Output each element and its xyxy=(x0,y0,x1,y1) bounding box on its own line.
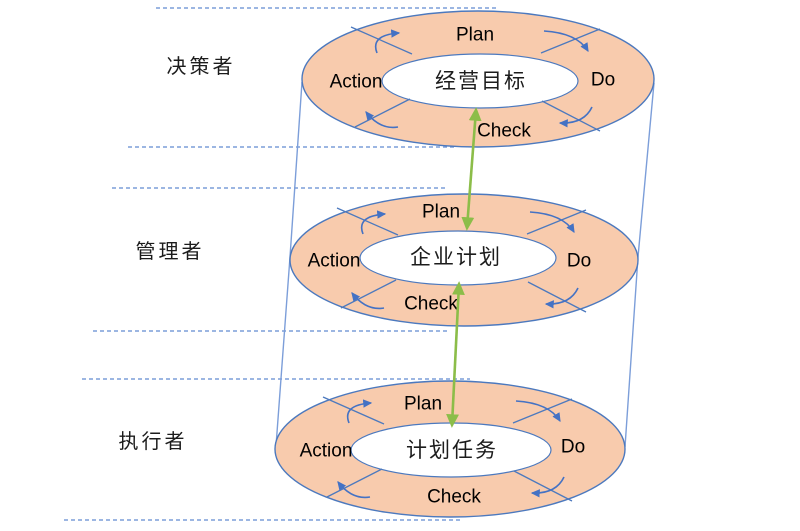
quadrant-divider-nw xyxy=(322,396,385,425)
goal-label: 计划任务 xyxy=(406,438,498,462)
do-label: Do xyxy=(561,437,585,458)
rotation-arrow-nw-icon xyxy=(346,399,373,424)
rotation-arrow-sw-icon xyxy=(351,292,385,310)
check-label: Check xyxy=(477,121,531,142)
role-label-decision-maker: 决策者 xyxy=(167,54,236,78)
rotation-arrow-ne-icon xyxy=(515,400,561,423)
check-label: Check xyxy=(404,294,458,315)
rotation-arrow-se-icon xyxy=(544,287,579,309)
quadrant-divider-sw xyxy=(340,279,397,309)
action-label: Action xyxy=(308,251,361,272)
plan-label: Plan xyxy=(422,202,460,223)
rotation-arrow-nw-icon xyxy=(360,210,387,235)
rotation-arrow-ne-icon xyxy=(529,211,575,234)
quadrant-divider-nw xyxy=(336,207,399,236)
do-label: Do xyxy=(567,251,591,272)
action-label: Action xyxy=(330,72,383,93)
plan-label: Plan xyxy=(456,25,494,46)
level-divider-lines xyxy=(64,7,497,521)
quadrant-divider-se xyxy=(527,281,587,313)
quadrant-divider-ne xyxy=(540,28,601,54)
quadrant-divider-se xyxy=(513,470,573,502)
role-labels: 决策者 管理者 执行者 xyxy=(119,54,236,453)
pdca-ring-middle: Plan Do Check Action 企业计划 xyxy=(289,193,639,327)
action-label: Action xyxy=(300,441,353,462)
quadrant-divider-se xyxy=(541,100,601,132)
quadrant-divider-nw xyxy=(350,26,413,55)
quadrant-divider-ne xyxy=(512,398,573,424)
goal-label: 企业计划 xyxy=(410,245,502,269)
rotation-arrow-se-icon xyxy=(558,106,593,128)
role-label-executor: 执行者 xyxy=(119,429,188,453)
level-link-arrows xyxy=(446,107,482,428)
rotation-arrow-nw-icon xyxy=(374,29,401,54)
do-label: Do xyxy=(591,70,615,91)
quadrant-divider-sw xyxy=(354,98,411,128)
rotation-arrow-se-icon xyxy=(530,476,565,498)
pdca-ring-bottom: Plan Do Check Action 计划任务 xyxy=(274,380,626,518)
goal-label: 经营目标 xyxy=(435,69,527,93)
role-label-manager: 管理者 xyxy=(136,239,205,263)
pdca-ring-top: Plan Do Check Action 经营目标 xyxy=(301,10,655,148)
quadrant-divider-ne xyxy=(526,209,587,235)
check-label: Check xyxy=(427,487,481,508)
rotation-arrow-sw-icon xyxy=(337,481,371,499)
rotation-arrow-ne-icon xyxy=(543,30,589,53)
link-arrow-top-middle xyxy=(461,107,482,231)
plan-label: Plan xyxy=(404,394,442,415)
quadrant-divider-sw xyxy=(326,468,383,498)
link-arrow-middle-bottom xyxy=(446,281,465,428)
rotation-arrow-sw-icon xyxy=(365,111,399,129)
